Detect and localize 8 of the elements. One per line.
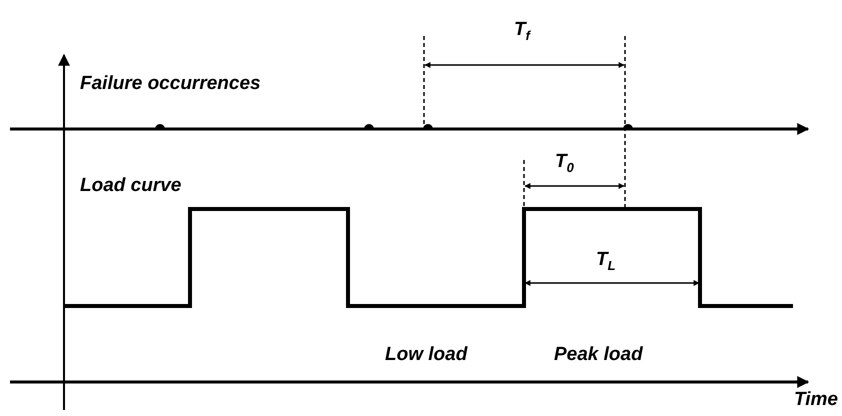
axis-title: Time — [794, 390, 838, 409]
axis-title: Failure occurrences — [80, 74, 261, 93]
axis-title: Load curve — [80, 176, 182, 195]
level-label: Low load — [385, 345, 468, 364]
interval-label: T$_{f}$ — [514, 20, 530, 42]
interval-label: T$_{L}$ — [596, 250, 616, 272]
level-label: Peak load — [554, 345, 643, 364]
interval-label: T$_{0}$ — [555, 152, 574, 174]
